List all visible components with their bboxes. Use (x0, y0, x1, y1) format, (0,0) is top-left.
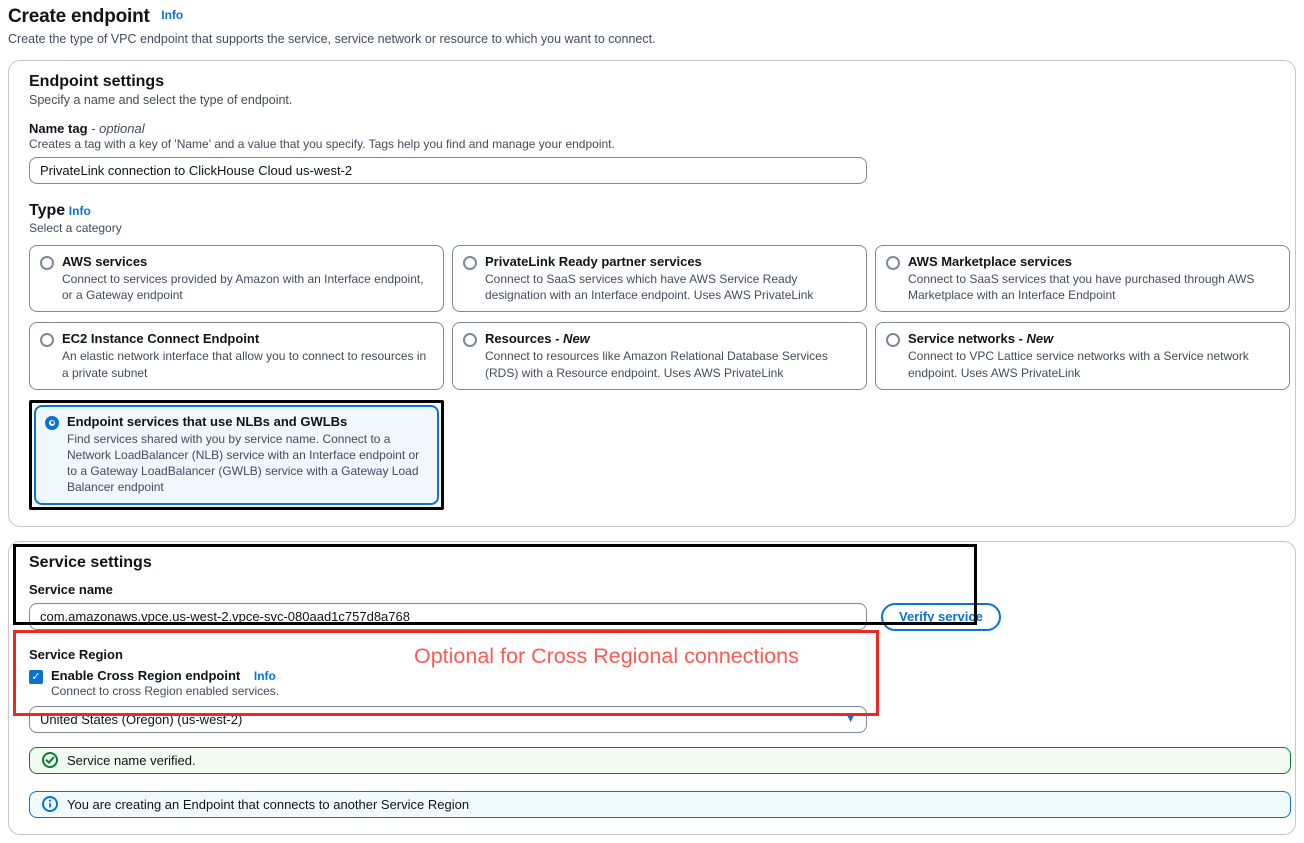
name-tag-optional-suffix: - optional (91, 121, 145, 136)
service-name-label: Service name (29, 581, 113, 597)
type-tile-ec2-instance-connect[interactable]: EC2 Instance Connect Endpoint An elastic… (29, 322, 444, 390)
endpoint-settings-description: Specify a name and select the type of en… (29, 93, 293, 107)
radio-icon[interactable] (886, 333, 900, 348)
type-tile-resources[interactable]: Resources - New Connect to resources lik… (452, 322, 867, 390)
page-header: Create endpoint Info Create the type of … (8, 6, 1296, 46)
radio-icon[interactable] (40, 256, 54, 270)
cross-region-checkbox-help: Connect to cross Region enabled services… (51, 683, 280, 698)
service-verified-message: Service name verified. (67, 752, 196, 768)
radio-icon[interactable] (40, 333, 54, 348)
tile-description: An elastic network interface that allow … (62, 349, 427, 380)
name-tag-input[interactable] (29, 157, 867, 184)
page-subtitle: Create the type of VPC endpoint that sup… (8, 32, 656, 46)
page-title-info-link[interactable]: Info (161, 8, 184, 22)
cross-region-checkbox[interactable]: ✓ (29, 669, 43, 684)
endpoint-settings-heading: Endpoint settings (29, 73, 165, 90)
tile-description: Connect to SaaS services that you have p… (908, 272, 1255, 303)
service-region-selected-value: United States (Oregon) (us-west-2) (40, 711, 243, 727)
tile-label: EC2 Instance Connect Endpoint (62, 331, 260, 347)
radio-icon[interactable] (886, 256, 900, 270)
cross-region-info-message: You are creating an Endpoint that connec… (67, 796, 470, 812)
type-section-label: Type (29, 202, 66, 219)
radio-icon[interactable] (463, 333, 477, 348)
tile-label: Service networks - New (908, 331, 1054, 347)
type-section-help: Select a category (29, 221, 122, 235)
radio-selected-icon[interactable] (45, 415, 59, 430)
type-tile-marketplace[interactable]: AWS Marketplace services Connect to SaaS… (875, 245, 1290, 313)
service-verified-banner: Service name verified. (29, 746, 1291, 774)
enable-cross-region-row: ✓ Enable Cross Region endpoint Info Conn… (29, 668, 1275, 698)
service-name-input[interactable] (29, 602, 867, 630)
check-circle-icon (42, 752, 58, 768)
tile-label: AWS services (62, 254, 148, 269)
type-tile-endpoint-services-nlb-gwlb[interactable]: Endpoint services that use NLBs and GWLB… (34, 404, 439, 505)
tile-label: Endpoint services that use NLBs and GWLB… (67, 413, 348, 429)
name-tag-label: Name tag - optional (29, 121, 145, 136)
cross-region-annotation-text: Optional for Cross Regional connections (414, 643, 799, 668)
verify-service-button[interactable]: Verify service (881, 602, 1001, 631)
info-circle-icon (42, 796, 58, 812)
type-tile-service-networks[interactable]: Service networks - New Connect to VPC La… (875, 322, 1290, 390)
tile-description: Find services shared with you by service… (67, 431, 420, 495)
page-title: Create endpoint (8, 6, 150, 27)
service-settings-card: Service settings Service name Verify ser… (8, 540, 1296, 835)
type-tile-privatelink-partner[interactable]: PrivateLink Ready partner services Conne… (452, 245, 867, 313)
radio-icon[interactable] (463, 256, 477, 270)
type-tile-grid: AWS services Connect to services provide… (29, 245, 1290, 510)
tile-description: Connect to resources like Amazon Relatio… (485, 349, 828, 380)
service-name-row: Verify service (29, 597, 1275, 631)
service-region-label: Service Region (29, 646, 123, 662)
cross-region-info-link[interactable]: Info (253, 668, 276, 683)
chevron-down-icon: ▼ (845, 713, 856, 725)
tile-description: Connect to SaaS services which have AWS … (485, 272, 814, 303)
cross-region-info-banner: You are creating an Endpoint that connec… (29, 790, 1291, 818)
tile-label: Resources - New (485, 331, 590, 347)
type-tile-aws-services[interactable]: AWS services Connect to services provide… (29, 245, 444, 313)
cross-region-checkbox-label: Enable Cross Region endpoint Info (51, 667, 276, 683)
tile-description: Connect to services provided by Amazon w… (62, 272, 424, 303)
selected-tile-annotation-rectangle: Endpoint services that use NLBs and GWLB… (29, 399, 444, 510)
tile-description: Connect to VPC Lattice service networks … (908, 349, 1249, 380)
new-badge: - New (1018, 331, 1054, 347)
tile-label: PrivateLink Ready partner services (485, 254, 702, 269)
new-badge: - New (555, 331, 590, 347)
endpoint-settings-card: Endpoint settings Specify a name and sel… (8, 60, 1296, 527)
name-tag-help: Creates a tag with a key of 'Name' and a… (29, 137, 615, 151)
tile-label: AWS Marketplace services (908, 254, 1073, 269)
type-info-link[interactable]: Info (68, 204, 91, 218)
service-settings-heading: Service settings (29, 553, 152, 571)
service-region-select[interactable]: United States (Oregon) (us-west-2) ▼ (29, 705, 867, 733)
